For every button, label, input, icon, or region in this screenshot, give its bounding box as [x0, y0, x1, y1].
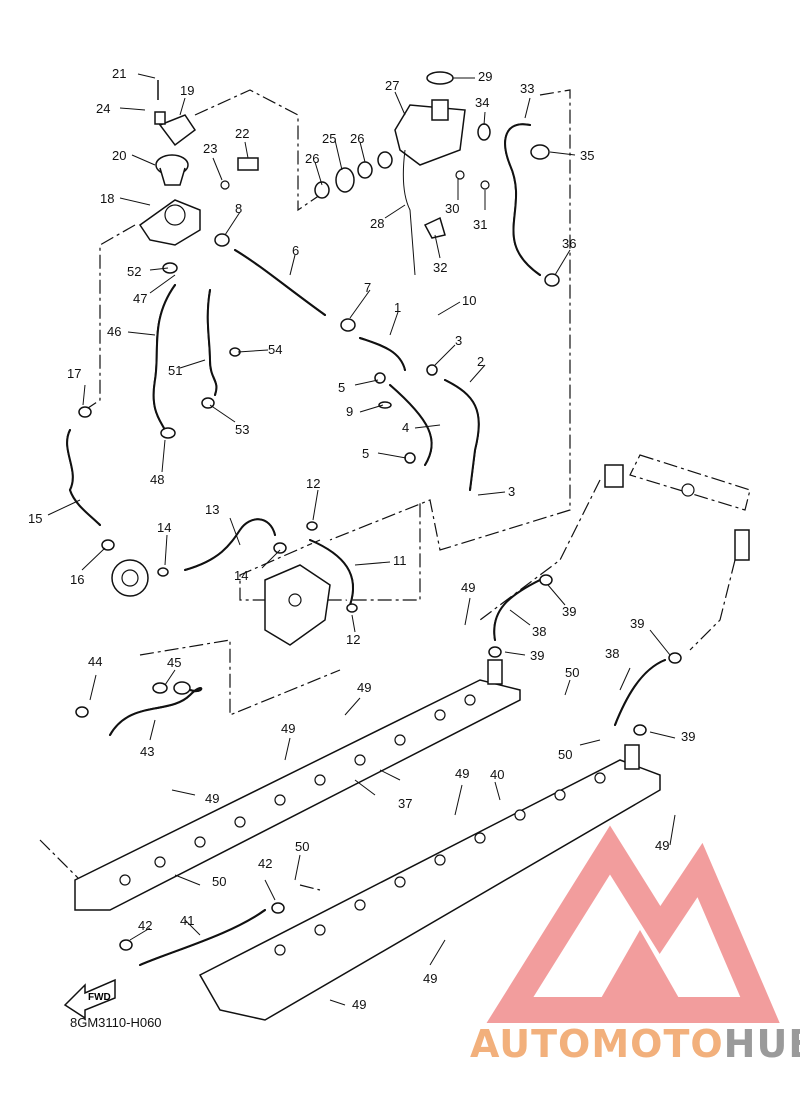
watermark-text: AUTOMOTOHUB [470, 1022, 800, 1066]
part-label: 12 [346, 632, 360, 647]
part-label: 16 [70, 572, 84, 587]
part-label: 30 [445, 201, 459, 216]
part-label: 21 [112, 66, 126, 81]
part-label: 35 [580, 148, 594, 163]
part-label: 14 [157, 520, 171, 535]
part-labels: 1 2 3 3 4 5 5 6 7 8 9 10 11 12 12 13 14 … [28, 66, 695, 1012]
part-label: 24 [96, 101, 110, 116]
part-label: 22 [235, 126, 249, 141]
part-label: 19 [180, 83, 194, 98]
part-label: 39 [530, 648, 544, 663]
part-label: 6 [292, 243, 299, 258]
part-label: 44 [88, 654, 102, 669]
hoses-upper [214, 123, 560, 491]
part-label: 53 [235, 422, 249, 437]
part-label: 54 [268, 342, 282, 357]
part-label: 18 [100, 191, 114, 206]
part-label: 41 [180, 913, 194, 928]
part-label: 48 [150, 472, 164, 487]
part-label: 7 [364, 280, 371, 295]
part-label: 39 [630, 616, 644, 631]
part-label: 5 [362, 446, 369, 461]
watermark-part2: HUB [723, 1022, 800, 1066]
part-label: 25 [322, 131, 336, 146]
diagram-code: 8GM3110-H060 [70, 1015, 162, 1030]
part-label: 40 [490, 767, 504, 782]
part-label: 17 [67, 366, 81, 381]
part-label: 47 [133, 291, 147, 306]
part-label: 31 [473, 217, 487, 232]
water-pump [111, 518, 358, 646]
part-label: 15 [28, 511, 42, 526]
part-label: 46 [107, 324, 121, 339]
thermostat-housing [138, 80, 259, 246]
part-label: 4 [402, 420, 409, 435]
part-label: 52 [127, 264, 141, 279]
part-label: 50 [212, 874, 226, 889]
part-label: 51 [168, 363, 182, 378]
part-label: 39 [562, 604, 576, 619]
hose-43 [75, 681, 203, 736]
part-label: 42 [138, 918, 152, 933]
part-label: 2 [477, 354, 484, 369]
part-label: 38 [605, 646, 619, 661]
part-label: 49 [461, 580, 475, 595]
part-label: 49 [423, 971, 437, 986]
part-label: 26 [305, 151, 319, 166]
cooler-tube-37 [74, 659, 521, 911]
part-label: 39 [681, 729, 695, 744]
part-label: 49 [655, 838, 669, 853]
part-label: 1 [394, 300, 401, 315]
part-label: 32 [433, 260, 447, 275]
part-label: 38 [532, 624, 546, 639]
part-label: 36 [562, 236, 576, 251]
part-label: 50 [558, 747, 572, 762]
part-label: 3 [508, 484, 515, 499]
radiator-upper [604, 454, 751, 561]
part-label: 33 [520, 81, 534, 96]
part-label: 23 [203, 141, 217, 156]
part-label: 49 [455, 766, 469, 781]
hoses-lower [119, 574, 682, 966]
part-label: 9 [346, 404, 353, 419]
watermark-logo [486, 825, 780, 1023]
fwd-label: FWD [88, 992, 111, 1003]
part-label: 26 [350, 131, 364, 146]
forward-arrow-icon: FWD [63, 978, 116, 1020]
part-label: 13 [205, 502, 219, 517]
part-label: 49 [205, 791, 219, 806]
part-label: 49 [352, 997, 366, 1012]
part-label: 11 [393, 553, 407, 568]
part-label: 29 [478, 69, 492, 84]
coolant-reservoir [314, 71, 491, 276]
part-label: 8 [235, 201, 242, 216]
part-label: 20 [112, 148, 126, 163]
part-label: 14 [234, 568, 248, 583]
hoses-left [66, 262, 241, 551]
leader-lines [47, 73, 676, 1006]
part-label: 42 [258, 856, 272, 871]
part-label: 49 [281, 721, 295, 736]
watermark-part1: AUTOMOTO [470, 1022, 724, 1066]
part-label: 12 [306, 476, 320, 491]
cooler-tube-40 [198, 744, 661, 1021]
part-label: 50 [565, 665, 579, 680]
part-label: 5 [338, 380, 345, 395]
part-label: 43 [140, 744, 154, 759]
part-label: 45 [167, 655, 181, 670]
part-label: 50 [295, 839, 309, 854]
part-label: 28 [370, 216, 384, 231]
part-label: 34 [475, 95, 489, 110]
part-label: 3 [455, 333, 462, 348]
part-label: 10 [462, 293, 476, 308]
part-label: 37 [398, 796, 412, 811]
part-label: 27 [385, 78, 399, 93]
part-label: 49 [357, 680, 371, 695]
